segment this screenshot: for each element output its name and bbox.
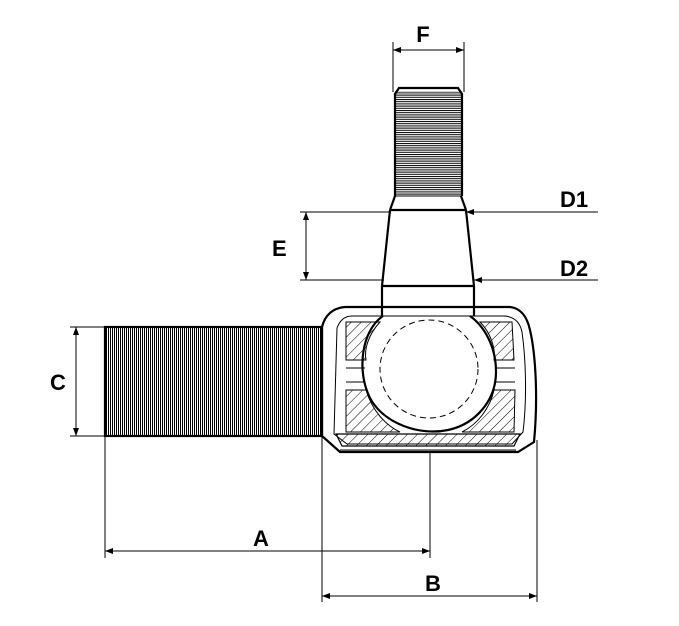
label-f: F xyxy=(416,22,429,47)
label-d1: D1 xyxy=(560,187,588,212)
label-a: A xyxy=(253,526,269,551)
dimension-a xyxy=(104,436,431,558)
label-b: B xyxy=(425,571,441,596)
label-d2: D2 xyxy=(560,256,588,281)
insert-bands xyxy=(346,359,515,391)
label-e: E xyxy=(272,236,287,261)
ball-joint xyxy=(361,315,498,433)
dimension-c xyxy=(70,326,105,437)
dimension-f xyxy=(392,42,465,92)
dimension-e xyxy=(300,211,390,281)
dimension-d2 xyxy=(474,277,598,283)
housing-body xyxy=(320,305,538,454)
threaded-shank xyxy=(103,325,324,438)
bottom-cover-plate xyxy=(335,433,521,451)
label-c: C xyxy=(50,370,66,395)
bearing-insert-right xyxy=(461,321,516,433)
bearing-insert-left xyxy=(345,321,401,433)
dimension-d1 xyxy=(466,209,598,215)
dimension-b xyxy=(321,436,538,602)
stud-thread xyxy=(393,86,464,196)
ball-stud xyxy=(380,195,476,316)
